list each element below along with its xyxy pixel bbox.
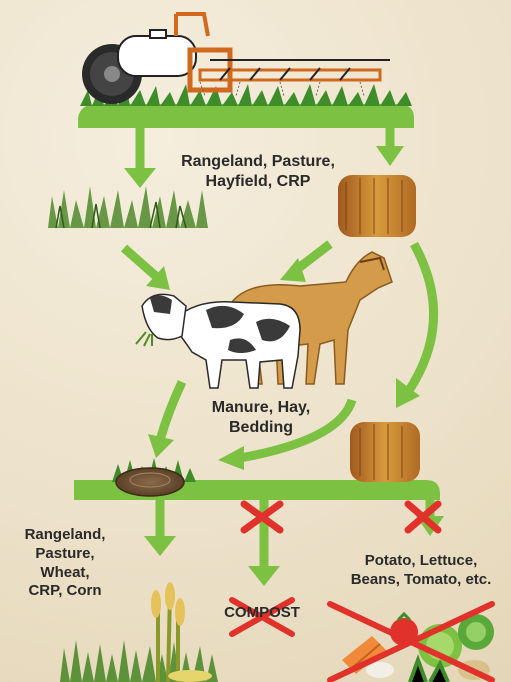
hay-bale-icon-2 — [350, 422, 420, 482]
label-rangeland-top-line1: Rangeland, Pasture, — [158, 152, 358, 172]
label-crops-left-line3: Wheat, — [6, 564, 124, 583]
label-crops-right: Potato, Lettuce, Beans, Tomato, etc. — [334, 552, 508, 590]
cow-icon — [136, 294, 300, 388]
label-rangeland-top-line2: Hayfield, CRP — [158, 172, 358, 192]
label-compost: COMPOST — [210, 604, 314, 623]
label-rangeland-top: Rangeland, Pasture, Hayfield, CRP — [158, 152, 358, 192]
label-crops-left: Rangeland, Pasture, Wheat, CRP, Corn — [6, 526, 124, 601]
grass-icon — [48, 186, 208, 228]
label-crops-left-line2: Pasture, — [6, 545, 124, 564]
sprayer-icon — [82, 14, 390, 104]
manure-pile-icon — [116, 468, 184, 496]
label-manure: Manure, Hay, Bedding — [186, 398, 336, 438]
label-crops-right-line2: Beans, Tomato, etc. — [334, 571, 508, 590]
label-crops-left-line1: Rangeland, — [6, 526, 124, 545]
label-crops-right-line1: Potato, Lettuce, — [334, 552, 508, 571]
label-manure-line2: Bedding — [186, 418, 336, 438]
label-crops-left-line4: CRP, Corn — [6, 582, 124, 601]
label-manure-line1: Manure, Hay, — [186, 398, 336, 418]
